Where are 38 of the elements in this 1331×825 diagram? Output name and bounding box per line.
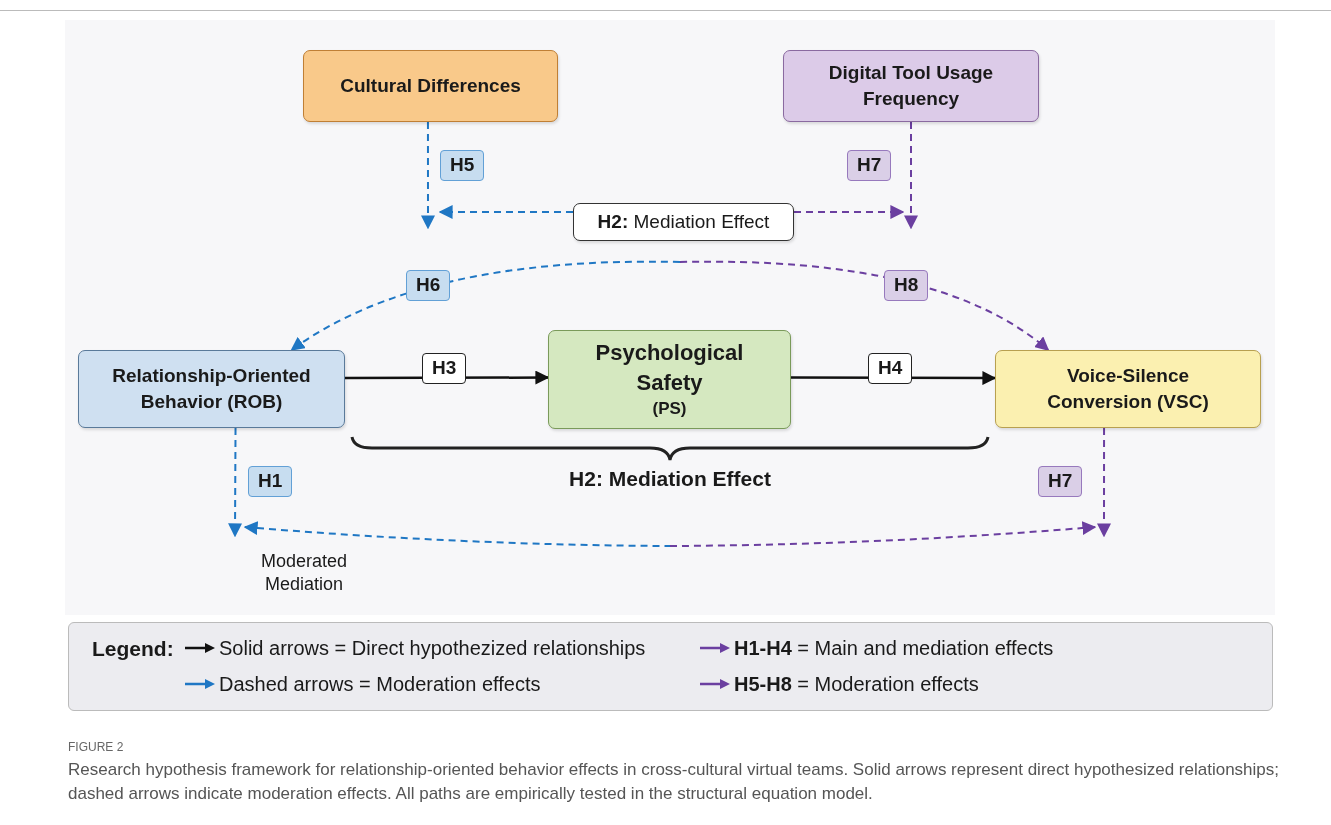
caption: Research hypothesis framework for relationship-oriented behavior effects in cross-cultural virtual teams. Solid arrows represent direct hypothesized relationships; dashed arrows indicate moderation effects. All paths are empirically tested in the structural equation model. bbox=[68, 759, 1281, 805]
node-text: H2: Mediation Effect bbox=[597, 210, 770, 235]
hypothesis-badge: H1 bbox=[248, 466, 293, 497]
legend-text: Solid arrows = Direct hypothezized relationships bbox=[219, 636, 646, 660]
legend-text: Dashed arrows = Moderation effects bbox=[219, 672, 541, 696]
node-text: (PS) bbox=[652, 397, 687, 420]
arrow bbox=[793, 205, 905, 219]
hypothesis-badge: H7 bbox=[1038, 466, 1083, 497]
arrow bbox=[904, 121, 918, 230]
concept-box bbox=[995, 350, 1261, 428]
concept-box bbox=[303, 50, 558, 122]
hypothesis-badge: H6 bbox=[406, 270, 451, 301]
node-text: Cultural Differences bbox=[340, 74, 521, 99]
arrow bbox=[438, 205, 574, 219]
hypothesis-badge: H5 bbox=[440, 150, 485, 181]
arrow bbox=[421, 121, 435, 230]
node-text: Relationship-Oriented Behavior (ROB) bbox=[111, 364, 312, 414]
concept-box bbox=[783, 50, 1039, 122]
node-text: Voice-Silence Conversion (VSC) bbox=[1046, 364, 1210, 414]
arrow bbox=[679, 260, 1050, 351]
node-text: Digital Tool Usage Frequency bbox=[827, 61, 995, 111]
legend-text: H1-H4 = Main and mediation effects bbox=[734, 636, 1054, 660]
concept-box bbox=[78, 350, 345, 428]
arrow bbox=[228, 427, 243, 538]
hypothesis-badge: H4 bbox=[868, 353, 913, 384]
legend-title: Legend: bbox=[92, 636, 174, 662]
concept-box bbox=[548, 330, 791, 429]
node-text: Psychological Safety bbox=[594, 339, 745, 398]
label-box bbox=[573, 203, 794, 241]
arrow bbox=[1097, 427, 1111, 538]
figure-number: FIGURE 2 bbox=[68, 740, 124, 755]
hypothesis-badge: H8 bbox=[884, 270, 929, 301]
bracket-label: H2: Mediation Effect bbox=[568, 466, 772, 492]
legend-text: H5-H8 = Moderation effects bbox=[734, 672, 979, 696]
note-text: Moderated Mediation bbox=[259, 550, 349, 595]
hypothesis-badge: H3 bbox=[422, 353, 467, 384]
hypothesis-badge: H7 bbox=[847, 150, 892, 181]
arrow bbox=[290, 260, 681, 351]
